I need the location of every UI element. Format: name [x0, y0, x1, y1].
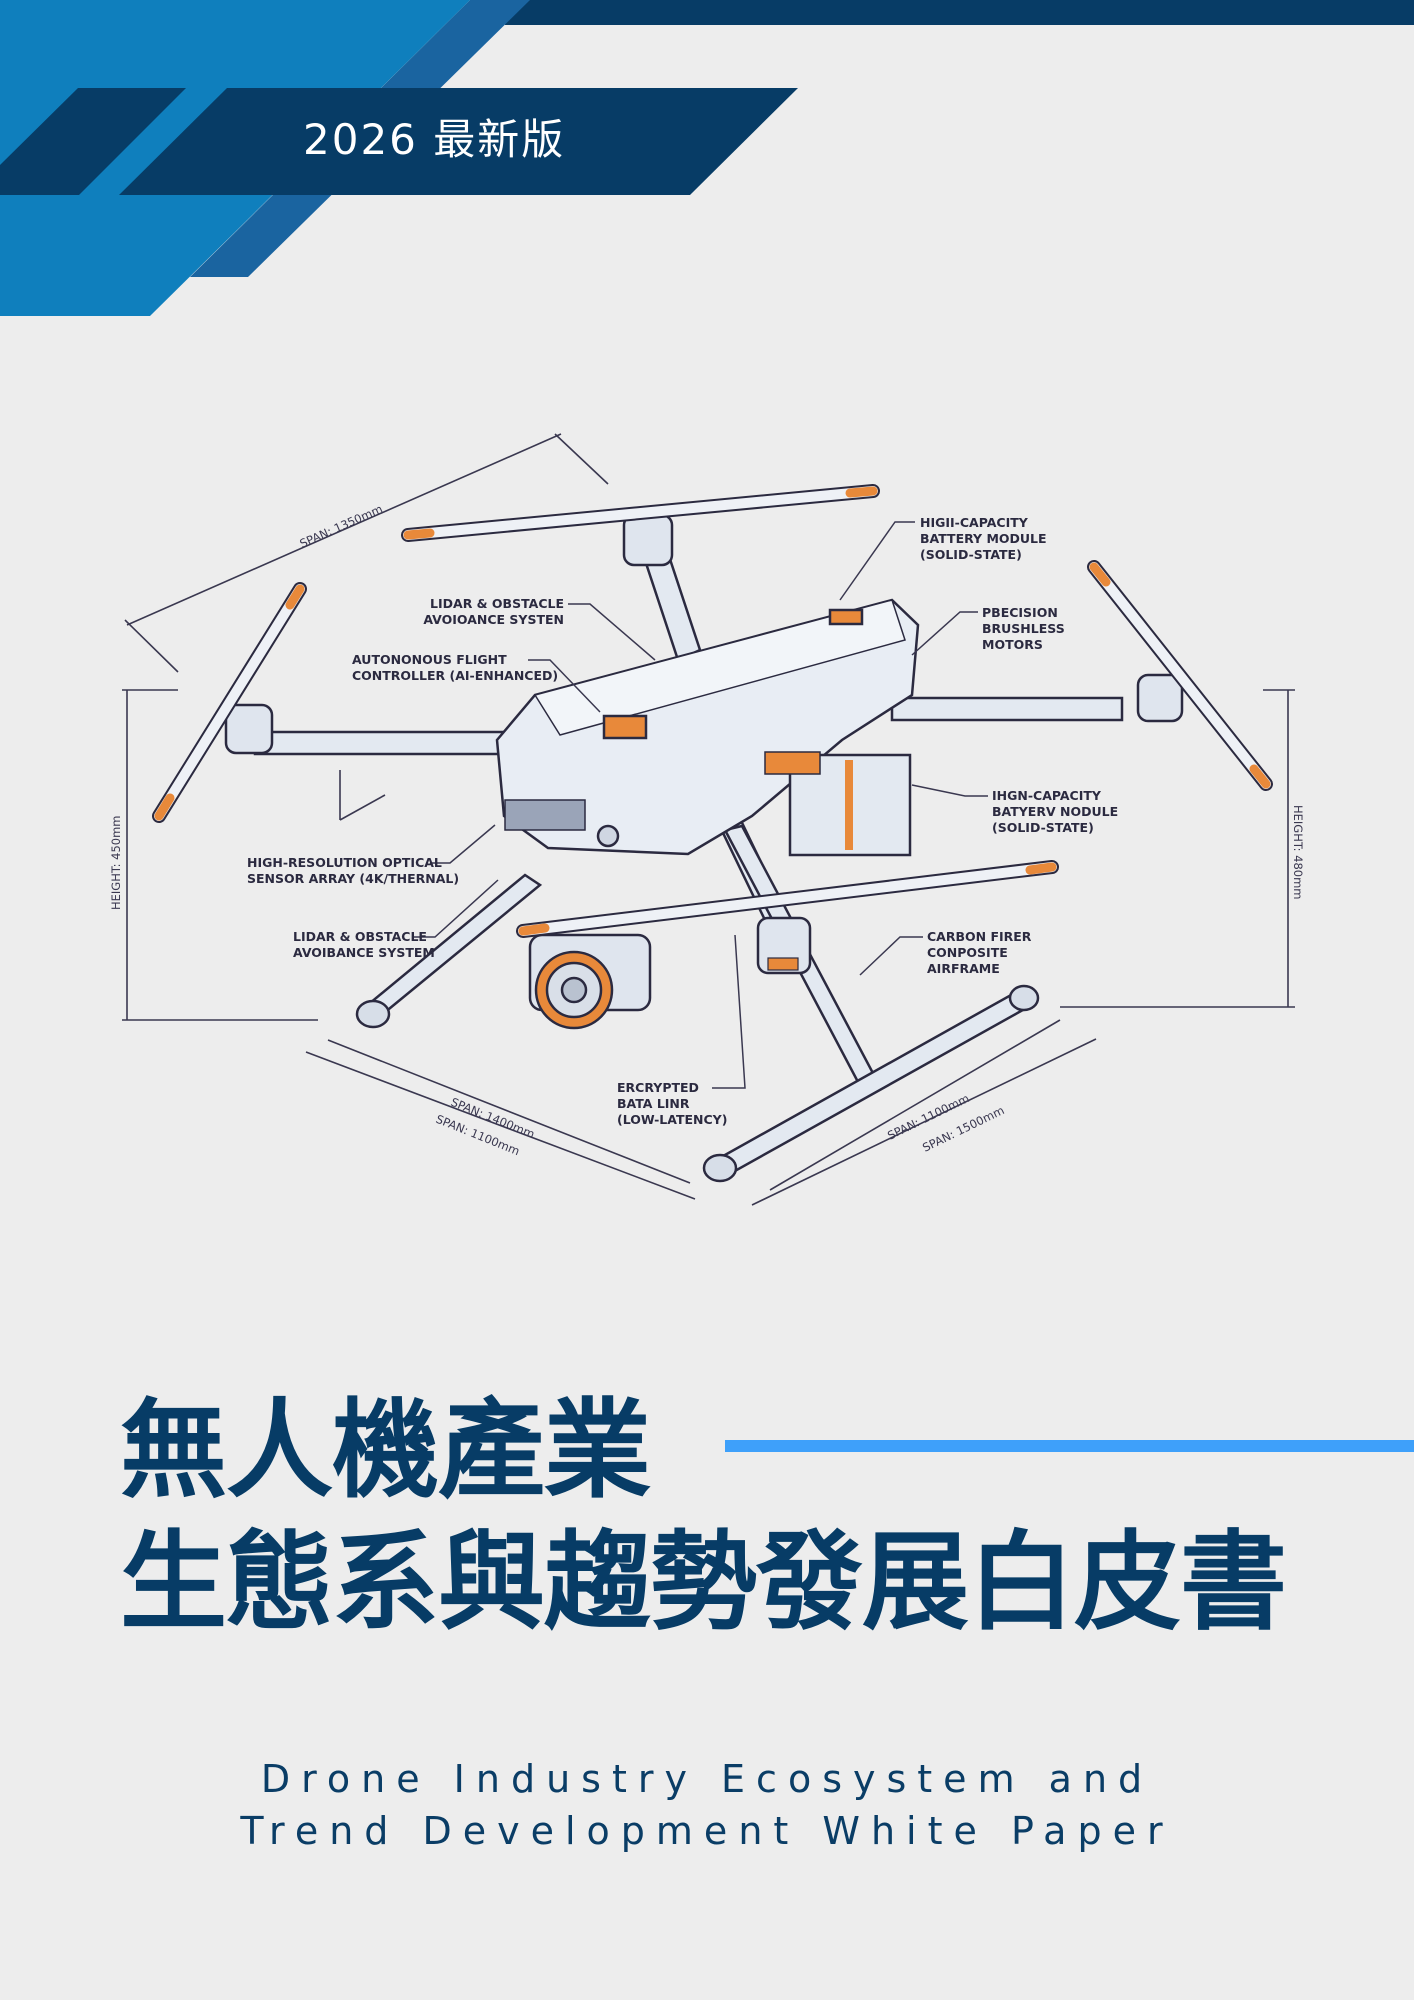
header-banner-graphic	[0, 0, 1414, 316]
left-arm	[253, 730, 517, 756]
battery-indicator	[828, 608, 864, 626]
propeller-tips	[154, 486, 1271, 936]
motor-rear	[622, 513, 674, 567]
propeller-right-fill	[1089, 562, 1271, 789]
skid-cap	[355, 999, 391, 1029]
banner-left-segment	[0, 88, 186, 195]
propeller-left-fill	[154, 584, 305, 821]
motor-front-band	[767, 957, 799, 971]
edition-label: 2026 最新版	[303, 115, 566, 164]
battery-strap	[845, 760, 853, 850]
title-line-1: 無人機產業	[120, 1389, 651, 1513]
title-accent-line	[725, 1440, 1414, 1452]
edition-banner	[119, 88, 798, 195]
dimension-right-height: HEIGHT: 480mm	[1291, 805, 1305, 900]
propeller-front-fill	[518, 862, 1057, 936]
propeller-rear-fill	[403, 486, 878, 540]
front-sensor-grille	[504, 799, 586, 831]
dimension-top-span: SPAN: 1350mm	[298, 502, 385, 551]
body-top-panel	[533, 599, 906, 736]
title-line-2: 生態系與趨勢發展白皮書	[120, 1521, 1287, 1645]
camera-lens-core	[560, 976, 588, 1004]
landing-skid	[714, 988, 1032, 1178]
side-vent	[764, 751, 821, 775]
dimension-lines	[122, 433, 1295, 1206]
skid-cap	[1008, 984, 1040, 1012]
propellers	[152, 484, 1273, 938]
callout-leaders	[413, 521, 988, 1089]
motor-right	[1136, 673, 1184, 723]
flight-controller-chip	[602, 714, 648, 740]
front-sensor-lens	[596, 824, 620, 848]
dimension-left-height: HEIGHT: 450mm	[109, 815, 123, 910]
top-navy-bar	[505, 0, 1414, 25]
skid-cap	[702, 1153, 738, 1183]
subtitle-line-2: Trend Development White Paper	[240, 1809, 1174, 1853]
drone-frame	[224, 513, 1184, 1183]
right-arm	[890, 696, 1124, 722]
subtitle-line-1: Drone Industry Ecosystem and	[260, 1757, 1154, 1801]
motor-left	[224, 703, 274, 755]
